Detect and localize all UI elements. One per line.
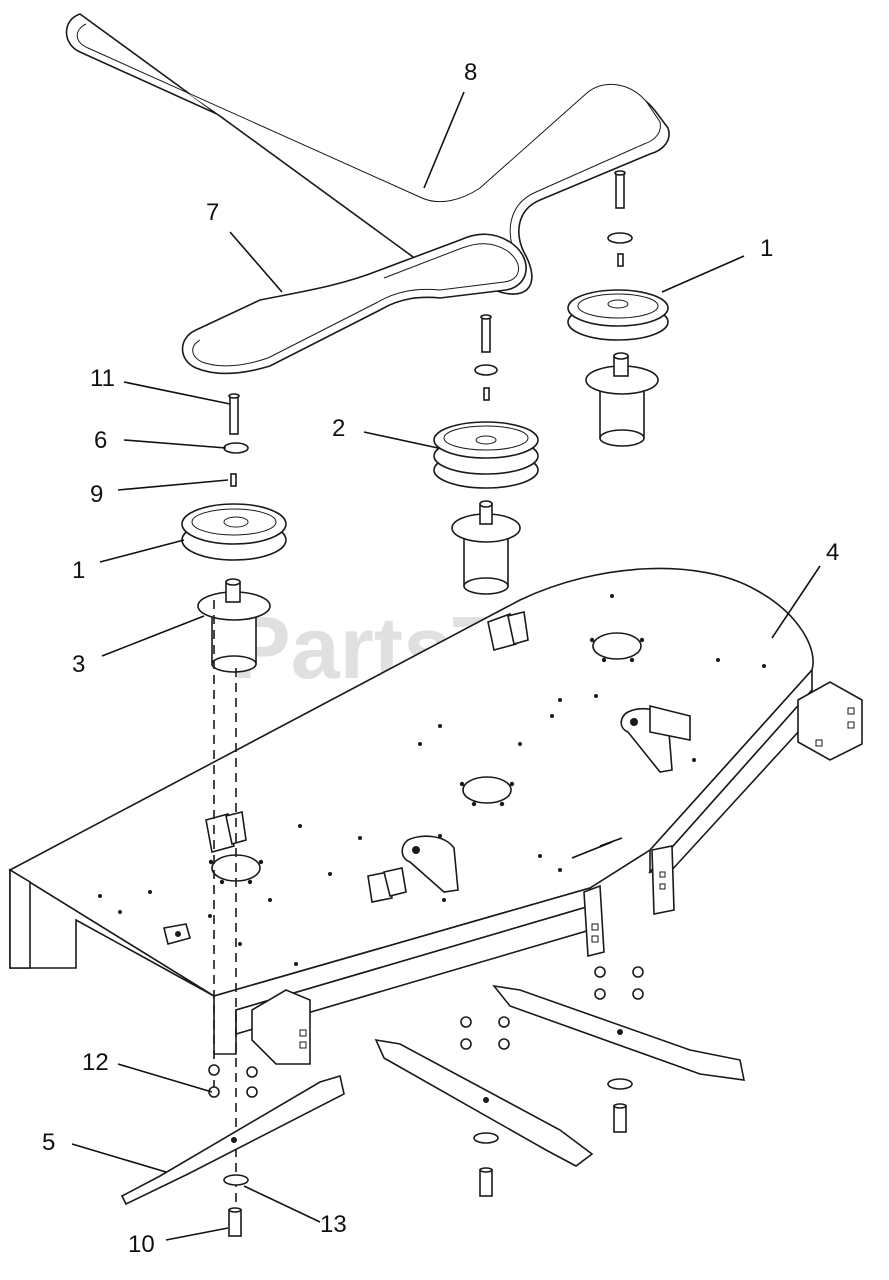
nuts-right[interactable] xyxy=(594,966,644,1000)
callout-9[interactable]: 9 xyxy=(90,481,103,508)
side-hanger-right-lower[interactable] xyxy=(651,845,675,915)
washer-lower-right[interactable] xyxy=(607,1078,633,1090)
callout-4[interactable]: 4 xyxy=(826,539,839,566)
pulley-1-left[interactable] xyxy=(181,503,287,561)
washer-lower-center[interactable] xyxy=(473,1132,499,1144)
idler-bracket-center[interactable] xyxy=(401,835,459,893)
leader-2 xyxy=(363,431,439,449)
leader-1-left xyxy=(99,539,185,563)
nuts-12-left[interactable] xyxy=(208,1064,258,1098)
leader-3 xyxy=(101,615,205,657)
leader-13 xyxy=(243,1185,321,1223)
mower-deck-housing[interactable] xyxy=(8,567,814,1055)
leader-9 xyxy=(117,479,229,491)
bracket-pair-top[interactable] xyxy=(487,611,529,651)
leader-4 xyxy=(771,565,821,639)
leader-7 xyxy=(229,231,283,293)
callout-8[interactable]: 8 xyxy=(464,59,477,86)
bracket-pair-left[interactable] xyxy=(205,811,247,854)
callout-12[interactable]: 12 xyxy=(82,1049,109,1076)
callout-3[interactable]: 3 xyxy=(72,651,85,678)
spindle-right[interactable] xyxy=(585,352,659,447)
leader-8 xyxy=(423,91,465,189)
leader-5 xyxy=(71,1143,167,1173)
callout-7[interactable]: 7 xyxy=(206,199,219,226)
bolt-10[interactable] xyxy=(228,1207,242,1237)
key-9[interactable] xyxy=(230,473,237,487)
washer-upper-right[interactable] xyxy=(607,232,633,244)
front-hanger-right[interactable] xyxy=(583,884,605,958)
spindle-center[interactable] xyxy=(451,500,521,595)
idler-bracket-right[interactable] xyxy=(620,704,691,773)
callout-10[interactable]: 10 xyxy=(128,1231,155,1258)
pulley-1-right[interactable] xyxy=(567,289,669,341)
belt-8[interactable] xyxy=(65,13,670,295)
deflector-clip[interactable] xyxy=(163,923,191,945)
bolt-lower-right[interactable] xyxy=(613,1103,627,1133)
spindle-3[interactable] xyxy=(197,578,271,673)
leader-6 xyxy=(123,439,227,449)
blade-center[interactable] xyxy=(374,1038,594,1167)
key-upper-right[interactable] xyxy=(617,253,624,267)
key-upper-center[interactable] xyxy=(483,387,490,401)
callout-5[interactable]: 5 xyxy=(42,1129,55,1156)
leader-11 xyxy=(123,381,231,405)
washer-13[interactable] xyxy=(223,1174,249,1186)
blade-5-left[interactable] xyxy=(120,1074,345,1206)
leader-10 xyxy=(165,1227,229,1241)
callout-1-left[interactable]: 1 xyxy=(72,557,85,584)
bolt-upper-center[interactable] xyxy=(480,314,492,353)
leader-12 xyxy=(117,1063,213,1093)
belt-7[interactable] xyxy=(181,233,527,375)
blade-right[interactable] xyxy=(492,984,746,1081)
leader-1-right xyxy=(661,255,745,293)
bolt-upper-right[interactable] xyxy=(614,170,626,209)
bracket-pair-center[interactable] xyxy=(367,867,407,903)
washer-upper-center[interactable] xyxy=(474,364,498,376)
callout-2[interactable]: 2 xyxy=(332,415,345,442)
callout-13[interactable]: 13 xyxy=(320,1211,347,1238)
callout-1-right[interactable]: 1 xyxy=(760,235,773,262)
washer-6[interactable] xyxy=(223,442,249,454)
bolt-11[interactable] xyxy=(228,393,240,435)
bolt-lower-center[interactable] xyxy=(479,1167,493,1197)
pulley-2-center[interactable] xyxy=(433,421,539,489)
nuts-center[interactable] xyxy=(460,1016,510,1050)
front-hanger-left[interactable] xyxy=(251,989,311,1065)
callout-11[interactable]: 11 xyxy=(90,365,115,392)
side-hanger-right[interactable] xyxy=(797,681,863,761)
callout-6[interactable]: 6 xyxy=(94,427,107,454)
